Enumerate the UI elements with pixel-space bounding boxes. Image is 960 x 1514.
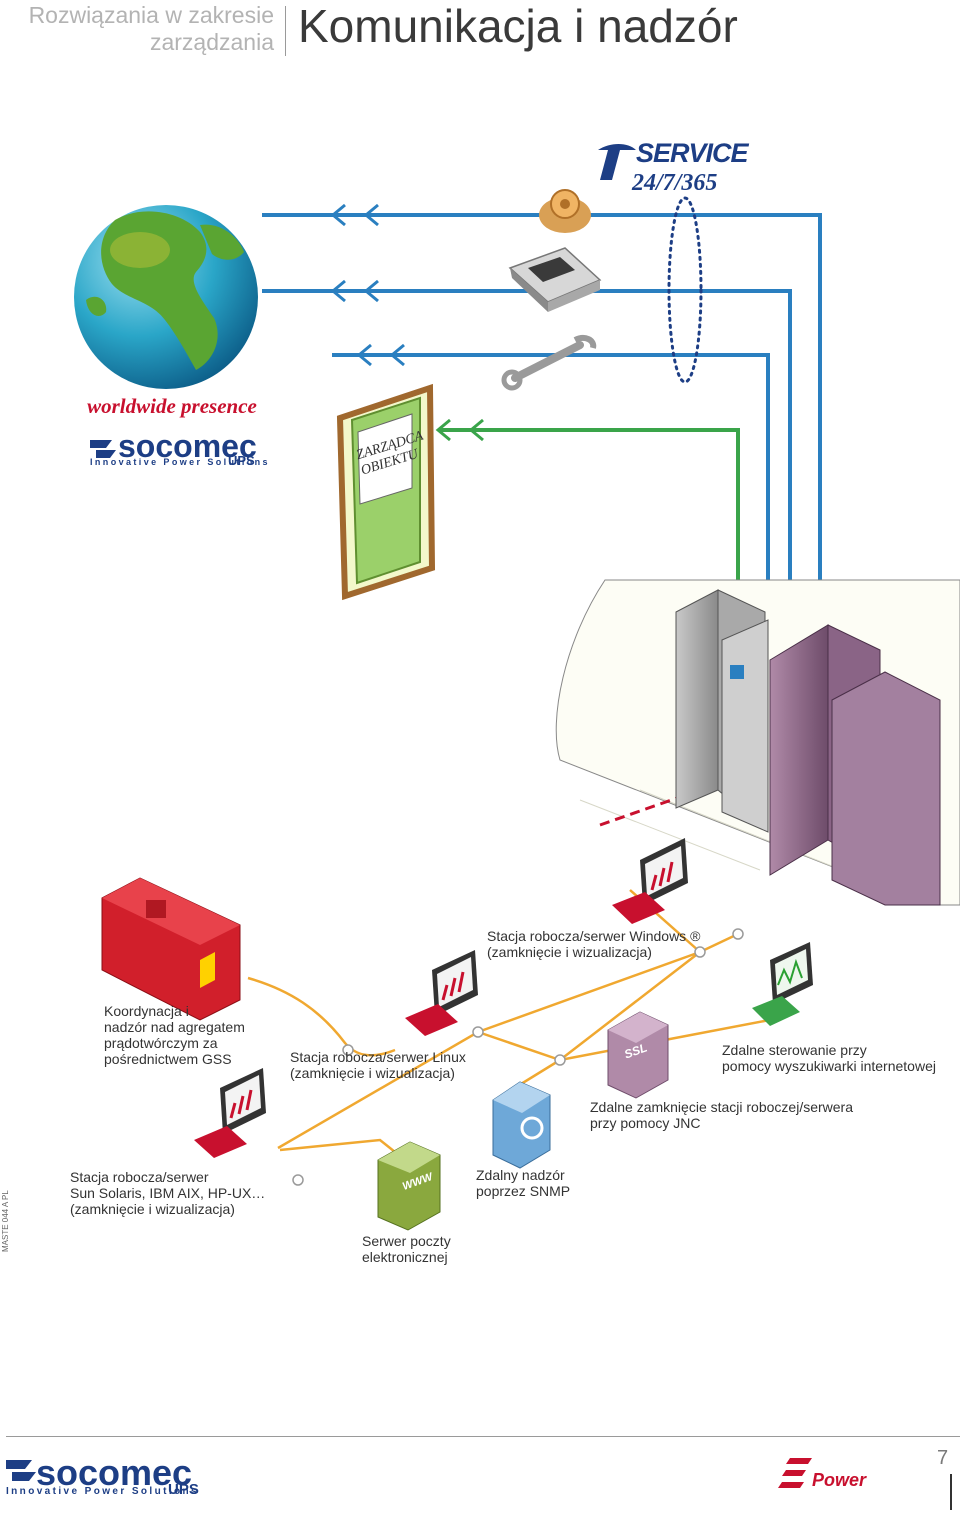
document-code: MASTE 044 A PL bbox=[1, 1190, 10, 1252]
ssl-server-icon bbox=[607, 1011, 669, 1099]
label-unix: Stacja robocza/serwer Sun Solaris, IBM A… bbox=[70, 1169, 266, 1217]
socomec-logo-mark-icon bbox=[90, 440, 116, 458]
globe-icon bbox=[74, 205, 258, 389]
epower-logo-icon bbox=[778, 1458, 812, 1488]
mail-server-icon bbox=[377, 1141, 441, 1231]
generator-icon bbox=[101, 877, 241, 1021]
modem-icon bbox=[508, 247, 602, 312]
monitor-icon-web bbox=[752, 942, 813, 1026]
remote-link-icon bbox=[667, 196, 703, 384]
footer-brand-tagline: Innovative Power Solutions bbox=[6, 1486, 199, 1497]
page-number-bar bbox=[950, 1474, 952, 1510]
tservice-name: SERVICE bbox=[636, 138, 749, 168]
label-windows: Stacja robocza/serwer Windows ® (zamknię… bbox=[487, 928, 701, 960]
brand-sub: UPS bbox=[228, 453, 255, 468]
globe-caption: worldwide presence bbox=[87, 394, 257, 418]
label-mail: Serwer poczty elektronicznej bbox=[362, 1233, 451, 1265]
monitor-icon-linux bbox=[405, 950, 478, 1036]
footer-brand-sub: UPS bbox=[168, 1481, 199, 1498]
monitor-icon-unix bbox=[194, 1068, 266, 1158]
page-title: Komunikacja i nadzór bbox=[298, 0, 738, 52]
label-generator: Koordynacja i nadzór nad agregatem prądo… bbox=[104, 1003, 245, 1067]
label-web: Zdalne sterowanie przy pomocy wyszukiwar… bbox=[722, 1042, 936, 1074]
brand-tagline: Innovative Power Solutions bbox=[90, 457, 270, 467]
tservice-hours: 24/7/365 bbox=[632, 170, 718, 196]
label-jnc: Zdalne zamknięcie stacji roboczej/serwer… bbox=[590, 1099, 853, 1131]
door-icon bbox=[336, 383, 436, 601]
footer-divider bbox=[6, 1436, 960, 1437]
page-number: 7 bbox=[937, 1447, 949, 1469]
footer-brand-name: socomec bbox=[36, 1452, 193, 1493]
network-node-icons bbox=[292, 928, 744, 1186]
snmp-server-icon bbox=[492, 1081, 551, 1169]
monitor-icon-windows bbox=[612, 838, 688, 924]
phone-icon bbox=[539, 189, 591, 233]
brand-name: socomec bbox=[118, 428, 257, 464]
wrench-icon bbox=[501, 335, 597, 391]
server-rack-icon bbox=[769, 624, 941, 906]
label-linux: Stacja robocza/serwer Linux (zamknięcie … bbox=[290, 1049, 466, 1081]
arrow-icons bbox=[330, 203, 484, 442]
header-divider bbox=[285, 6, 286, 56]
tservice-logo-icon bbox=[598, 144, 636, 180]
ups-cabinet-icon bbox=[675, 589, 769, 833]
section-title: Rozwiązania w zakresie zarządzania bbox=[28, 2, 274, 55]
connection-lines bbox=[262, 213, 822, 580]
label-snmp: Zdalny nadzór poprzez SNMP bbox=[476, 1167, 571, 1199]
partner-logo-text: Power bbox=[812, 1470, 867, 1490]
socomec-footer-mark-icon bbox=[6, 1460, 36, 1481]
